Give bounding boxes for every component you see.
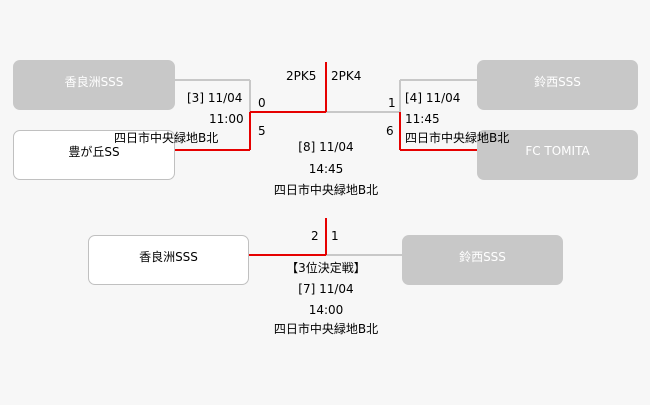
team-box-right-bottom[interactable]: FC TOMITA	[477, 130, 638, 180]
team-name: 豊が丘SS	[68, 144, 120, 159]
team-box-right-top[interactable]: 鈴西SSS	[477, 60, 638, 110]
team-box-left-bottom[interactable]: 豊が丘SS	[13, 130, 175, 180]
team-box-left-top[interactable]: 香良洲SSS	[13, 60, 175, 110]
team-name: FC TOMITA	[525, 144, 590, 158]
final-pk-left: 2PK5	[286, 69, 317, 83]
team-name: 香良洲SSS	[139, 249, 198, 264]
match-time-right: 11:45	[405, 112, 440, 126]
team-name: 鈴西SSS	[459, 249, 506, 264]
team-box-third-right[interactable]: 鈴西SSS	[402, 235, 563, 285]
third-venue: 四日市中央緑地B北	[273, 322, 379, 336]
team-name: 香良洲SSS	[64, 74, 124, 89]
final-time: 14:45	[308, 162, 344, 176]
score-right-top: 1	[388, 96, 396, 110]
match-time-left: 11:00	[209, 112, 244, 126]
match-venue-left: 四日市中央緑地B北	[114, 131, 219, 145]
score-left-top: 0	[258, 96, 266, 110]
final-venue: 四日市中央緑地B北	[273, 183, 379, 197]
third-time: 14:00	[308, 303, 344, 317]
final-match-info: [8] 11/04	[298, 140, 354, 154]
match-info-right: [4] 11/04	[405, 91, 461, 105]
team-name: 鈴西SSS	[534, 74, 581, 89]
third-match-info: [7] 11/04	[298, 282, 354, 296]
third-place-title: 【3位決定戦】	[286, 261, 366, 275]
match-venue-right: 四日市中央緑地B北	[405, 131, 510, 145]
third-score-right: 1	[331, 229, 339, 243]
team-box-third-left[interactable]: 香良洲SSS	[88, 235, 249, 285]
third-score-left: 2	[311, 229, 319, 243]
score-left-bottom: 5	[258, 124, 266, 138]
final-pk-right: 2PK4	[331, 69, 362, 83]
score-right-bottom: 6	[386, 124, 394, 138]
match-info-left: [3] 11/04	[187, 91, 243, 105]
